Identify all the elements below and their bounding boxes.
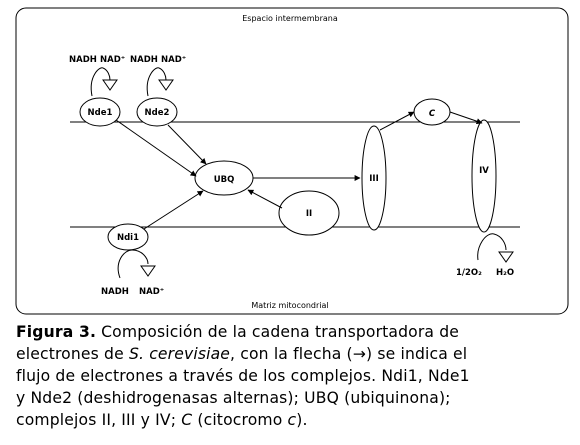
ndi1-nad-label: NAD⁺	[139, 287, 164, 297]
nde1-label: Nde1	[88, 108, 113, 118]
caption-text-5c: (citocromo	[192, 411, 288, 429]
arrow-nde2-to-ubq	[167, 124, 207, 165]
complex-iii-label: III	[369, 174, 379, 184]
oxygen-label: 1/2O₂	[456, 268, 482, 278]
caption-text-5a: complejos II, III y IV;	[16, 411, 182, 429]
nde1-nadh-loop: NADH NAD⁺	[69, 55, 125, 97]
complex-ii-label: II	[306, 209, 312, 219]
nde2-nadh-loop: NADH NAD⁺	[130, 55, 186, 97]
caption-cyt-c-small: c	[287, 411, 297, 429]
ndi1-nadh-label: NADH	[101, 287, 129, 297]
caption-figure-label: Figura 3.	[16, 323, 97, 341]
arrow-c-to-iv	[449, 111, 483, 125]
caption-text-1: Composición de la cadena transportadora …	[96, 323, 460, 341]
oxygen-water-loop: 1/2O₂ H₂O	[456, 233, 514, 278]
arrow-ii-to-ubq	[247, 189, 283, 209]
water-label: H₂O	[496, 268, 514, 278]
nde2-node	[136, 97, 178, 127]
caption-cyt-c: C	[181, 411, 193, 429]
caption-line-4: y Nde2 (deshidrogenasas alternas); UBQ (…	[16, 389, 451, 407]
nde1-nadh-label: NADH	[69, 55, 97, 65]
arrow-nde1-to-ubq	[115, 119, 197, 177]
ndi1-node	[107, 223, 149, 251]
caption-line-1: Figura 3. Composición de la cadena trans…	[16, 321, 568, 343]
arrow-ndi1-to-ubq	[143, 190, 204, 230]
nde2-nad-label: NAD⁺	[161, 55, 186, 65]
caption-text-2a: electrones de	[16, 345, 129, 363]
ndi1-nadh-loop: NADH NAD⁺	[101, 249, 164, 297]
cyt-c-label: C	[429, 109, 436, 119]
electron-transport-diagram: Espacio intermembrana Matriz mitocondria…	[15, 7, 569, 315]
diagram-frame	[15, 7, 569, 315]
nde1-node	[79, 97, 121, 127]
nde1-nad-label: NAD⁺	[100, 55, 125, 65]
caption-line-5: complejos II, III y IV; C (citocromo c).	[16, 409, 568, 431]
complex-iv-node	[471, 119, 497, 233]
complex-iv-label: IV	[479, 166, 489, 176]
caption-species: S. cerevisiae	[128, 345, 231, 363]
ndi1-label: Ndi1	[117, 233, 139, 243]
nde2-label: Nde2	[145, 108, 170, 118]
caption-line-3: flujo de electrones a través de los comp…	[16, 367, 470, 385]
arrow-iii-to-c	[379, 111, 415, 131]
caption-line-2: electrones de S. cerevisiae, con la flec…	[16, 343, 568, 365]
ubq-label: UBQ	[214, 175, 235, 185]
caption-text-5e: ).	[296, 411, 308, 429]
complex-ii-node	[278, 190, 340, 236]
matrix-label: Matriz mitocondrial	[251, 301, 328, 310]
caption-text-2c: , con la flecha (→) se indica el	[230, 345, 468, 363]
figure-caption: Figura 3. Composición de la cadena trans…	[16, 321, 568, 431]
nde2-nadh-label: NADH	[130, 55, 158, 65]
intermembrane-label: Espacio intermembrana	[242, 14, 338, 23]
complex-iii-node	[361, 125, 387, 231]
